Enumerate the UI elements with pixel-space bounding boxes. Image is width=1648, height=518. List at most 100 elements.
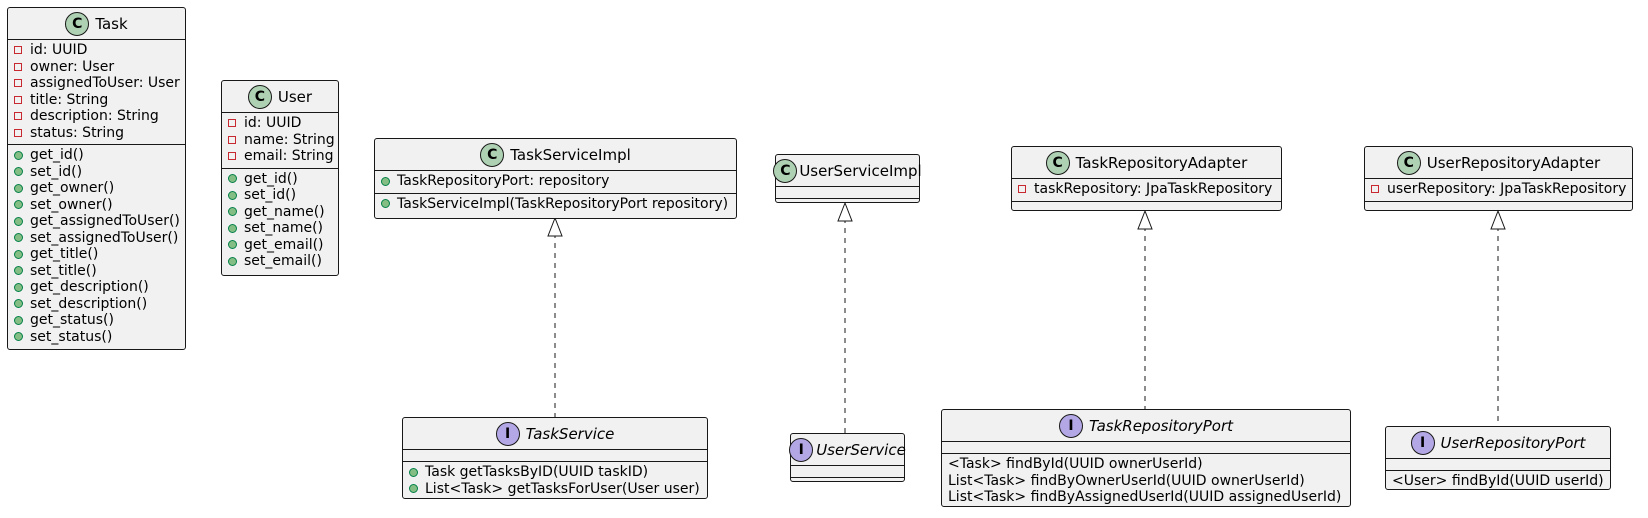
method-row: <User> findById(UUID userId): [1392, 473, 1604, 490]
field-text: description: String: [30, 108, 159, 124]
private-visibility-icon: [228, 136, 238, 144]
method-row: get_assignedToUser(): [14, 213, 180, 230]
public-visibility-icon: [228, 240, 238, 249]
public-visibility-icon: [14, 299, 24, 308]
method-text: List<Task> findByAssignedUserId(UUID ass…: [948, 489, 1342, 505]
class-user[interactable]: C User id: UUID name: String email: Stri…: [221, 80, 339, 276]
field-text: owner: User: [30, 58, 115, 75]
method-text: get_title(): [30, 246, 99, 262]
method-row: set_name(): [228, 220, 332, 237]
method-text: set_email(): [244, 253, 322, 269]
private-visibility-icon: [14, 96, 24, 104]
methods-section: <Task> findById(UUID ownerUserId) List<T…: [942, 453, 1350, 509]
methods-section: get_id() set_id() get_owner() set_owner(…: [8, 144, 185, 348]
class-name: User: [277, 87, 313, 106]
method-text: get_description(): [30, 279, 149, 295]
methods-section: [791, 477, 904, 489]
public-visibility-icon: [381, 199, 391, 208]
method-row: List<Task> findByOwnerUserId(UUID ownerU…: [948, 473, 1344, 490]
field-row: email: String: [228, 148, 334, 165]
method-row: get_email(): [228, 237, 332, 254]
interface-stereotype-icon: I: [1410, 430, 1435, 455]
public-visibility-icon: [14, 332, 24, 341]
public-visibility-icon: [14, 167, 24, 176]
method-row: set_id(): [228, 187, 332, 204]
method-text: TaskServiceImpl(TaskRepositoryPort repos…: [397, 195, 729, 212]
method-row: set_owner(): [14, 197, 179, 214]
interface-taskrepositoryport[interactable]: I TaskRepositoryPort <Task> findById(UUI…: [941, 409, 1351, 507]
method-text: set_description(): [30, 295, 148, 312]
fields-section: taskRepository: JpaTaskRepository: [1012, 178, 1281, 201]
interface-name: UserRepositoryPort: [1440, 433, 1586, 452]
method-text: get_name(): [244, 203, 325, 220]
public-visibility-icon: [228, 174, 238, 183]
class-taskrepositoryadapter[interactable]: C TaskRepositoryAdapter taskRepository: …: [1011, 146, 1282, 211]
class-userserviceimpl[interactable]: C UserServiceImpl: [773, 154, 922, 203]
methods-section: get_id() set_id() get_name() set_name() …: [222, 167, 338, 273]
public-visibility-icon: [14, 217, 24, 226]
class-task[interactable]: C Task id: UUID owner: User assignedToUs…: [7, 7, 186, 350]
field-row: title: String: [14, 92, 179, 109]
public-visibility-icon: [228, 224, 238, 233]
method-row: set_id(): [14, 164, 179, 181]
field-row: assignedToUser: User: [14, 75, 180, 92]
field-text: title: String: [30, 91, 109, 108]
method-text: set_owner(): [30, 196, 113, 213]
fields-section: [776, 186, 919, 198]
interface-stereotype-icon: I: [789, 437, 814, 462]
private-visibility-icon: [14, 79, 24, 87]
class-header: C TaskRepositoryAdapter: [1012, 147, 1281, 178]
private-visibility-icon: [14, 112, 24, 120]
fields-section: [791, 465, 904, 477]
interface-header: I TaskService: [403, 418, 707, 449]
arrowhead-userrepositoryport: [1490, 209, 1506, 230]
field-row: status: String: [14, 125, 179, 142]
methods-section: [1012, 200, 1281, 213]
class-stereotype-icon: C: [247, 84, 272, 109]
interface-userrepositoryport[interactable]: I UserRepositoryPort <User> findById(UUI…: [1385, 426, 1611, 490]
public-visibility-icon: [14, 184, 24, 193]
method-row: get_id(): [228, 171, 332, 188]
public-visibility-icon: [228, 257, 238, 266]
class-taskserviceimpl[interactable]: C TaskServiceImpl TaskRepositoryPort: re…: [374, 138, 737, 219]
interface-userservice[interactable]: I UserService: [789, 433, 906, 482]
public-visibility-icon: [14, 316, 24, 325]
class-name: TaskRepositoryAdapter: [1075, 153, 1248, 172]
class-stereotype-icon: C: [480, 142, 505, 167]
public-visibility-icon: [228, 207, 238, 216]
public-visibility-icon: [14, 200, 24, 209]
fields-section: id: UUID owner: User assignedToUser: Use…: [8, 39, 185, 144]
field-text: taskRepository: JpaTaskRepository: [1034, 181, 1273, 197]
method-row: set_email(): [228, 253, 332, 270]
fields-section: userRepository: JpaTaskRepository: [1365, 178, 1632, 201]
interface-stereotype-icon: I: [495, 421, 520, 446]
private-visibility-icon: [1018, 185, 1028, 193]
method-text: get_email(): [244, 236, 324, 253]
interface-name: TaskService: [525, 424, 615, 443]
fields-section: id: UUID name: String email: String: [222, 112, 338, 168]
fields-section: TaskRepositoryPort: repository: [375, 170, 736, 193]
interface-name: UserService: [816, 440, 906, 459]
interface-taskservice[interactable]: I TaskService Task getTasksByID(UUID tas…: [402, 417, 708, 499]
field-text: name: String: [244, 131, 335, 148]
interface-header: I UserService: [789, 434, 906, 465]
method-row: set_description(): [14, 296, 179, 313]
interface-stereotype-icon: I: [1059, 413, 1083, 438]
method-text: get_id(): [30, 147, 84, 163]
arrowhead-userservice: [837, 201, 853, 222]
field-row: id: UUID: [14, 42, 179, 59]
private-visibility-icon: [14, 129, 24, 137]
method-row: get_id(): [14, 147, 179, 164]
class-stereotype-icon: C: [1396, 150, 1421, 175]
class-header: C TaskServiceImpl: [375, 139, 736, 170]
method-row: Task getTasksByID(UUID taskID): [409, 464, 701, 481]
class-userrepositoryadapter[interactable]: C UserRepositoryAdapter userRepository: …: [1364, 146, 1633, 211]
field-text: status: String: [30, 124, 124, 141]
method-text: set_title(): [30, 262, 97, 279]
class-stereotype-icon: C: [65, 11, 90, 36]
method-text: List<Task> findByOwnerUserId(UUID ownerU…: [948, 472, 1305, 489]
method-text: get_assignedToUser(): [30, 213, 180, 229]
method-text: <User> findById(UUID userId): [1392, 473, 1604, 489]
class-stereotype-icon: C: [1045, 150, 1070, 175]
field-text: email: String: [244, 148, 334, 164]
